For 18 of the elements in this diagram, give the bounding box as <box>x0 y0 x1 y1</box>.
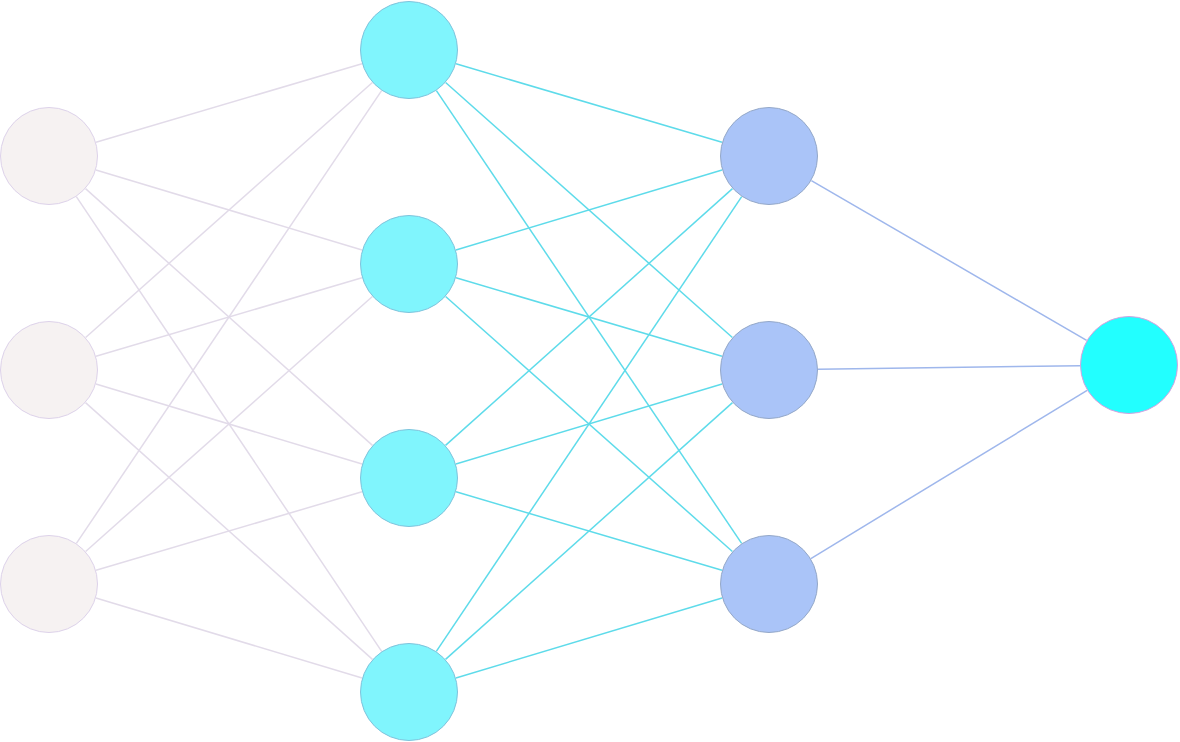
connection-line <box>435 195 743 653</box>
connection-line <box>455 169 723 251</box>
connection-line <box>75 195 383 653</box>
connection-line <box>84 187 374 447</box>
connection-line <box>444 81 734 339</box>
connection-line <box>435 89 743 545</box>
connection-line <box>444 187 734 447</box>
connection-line <box>810 389 1088 560</box>
connection-line <box>455 383 723 465</box>
connection-line <box>810 179 1088 342</box>
connection-line <box>84 81 374 339</box>
connection-line <box>84 401 374 661</box>
connection-line <box>817 364 1081 371</box>
connection-line <box>75 89 383 545</box>
connection-line <box>444 401 734 661</box>
connection-line <box>444 295 734 553</box>
connection-line <box>84 295 374 553</box>
connection-line <box>455 597 723 679</box>
